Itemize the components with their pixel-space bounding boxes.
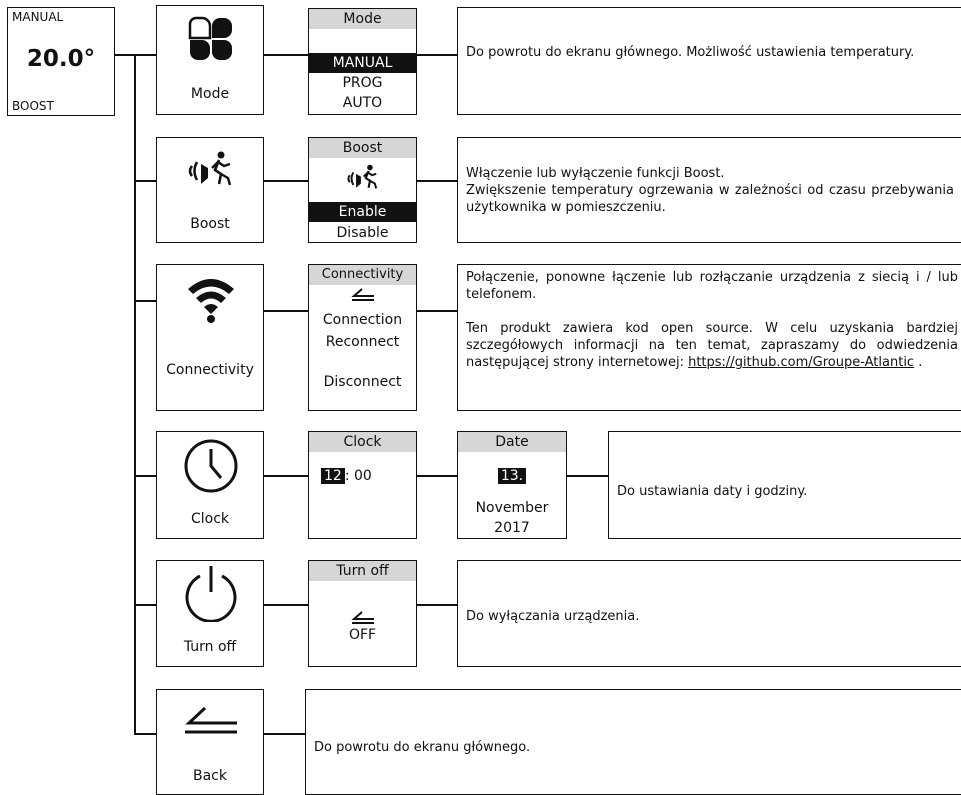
- boost-tile-label: Boost: [190, 216, 230, 232]
- boost-description-line-1: Włączenie lub wyłączenie funkcji Boost.: [466, 166, 725, 181]
- github-link[interactable]: https://github.com/Groupe-Atlantic: [688, 355, 915, 370]
- boost-description-box: Włączenie lub wyłączenie funkcji Boost. …: [457, 137, 961, 243]
- date-screen-title: Date: [458, 432, 566, 452]
- return-arrow-icon-off: [351, 611, 374, 624]
- connectivity-description-para-2: Ten produkt zawiera kod open source. W c…: [466, 320, 958, 371]
- back-arrow-icon: [185, 706, 237, 734]
- boost-presence-icon: [188, 151, 232, 186]
- clock-separator: :: [344, 468, 350, 484]
- mode-option-auto[interactable]: AUTO: [342, 95, 383, 111]
- connector-clock-screen: [263, 475, 308, 477]
- mode-option-manual[interactable]: MANUAL: [309, 53, 416, 73]
- home-screen: MANUAL 20.0° BOOST: [7, 7, 115, 116]
- date-screen: Date 13. November 2017: [457, 431, 567, 539]
- connectivity-description-para-2-text: Ten produkt zawiera kod open source. W c…: [466, 321, 958, 370]
- connector-bus-connectivity: [134, 300, 156, 302]
- mode-description: Do powrotu do ekranu głównego. Możliwość…: [466, 45, 915, 60]
- connectivity-option-connection[interactable]: Connection: [322, 312, 403, 328]
- clock-screen: Clock 12: 00: [308, 431, 417, 539]
- date-month[interactable]: November: [475, 500, 549, 516]
- clock-minute[interactable]: 00: [354, 468, 372, 484]
- date-day-row: 13.: [458, 468, 566, 484]
- connector-boost-desc: [416, 180, 458, 182]
- main-vertical-bus: [134, 54, 136, 734]
- back-menu-tile[interactable]: Back: [156, 689, 264, 795]
- boost-screen-title: Boost: [309, 138, 416, 158]
- turnoff-description-box: Do wyłączania urządzenia.: [457, 560, 961, 667]
- connectivity-description: Połączenie, ponowne łączenie lub rozłącz…: [466, 269, 958, 371]
- turnoff-menu-tile[interactable]: Turn off: [156, 560, 264, 667]
- power-icon: [185, 566, 237, 622]
- connector-connectivity-desc: [416, 310, 458, 312]
- clock-tile-label: Clock: [190, 511, 230, 527]
- clock-menu-tile[interactable]: Clock: [156, 431, 264, 539]
- connectivity-description-para-1: Połączenie, ponowne łączenie lub rozłącz…: [466, 270, 958, 302]
- turnoff-description: Do wyłączania urządzenia.: [466, 609, 640, 624]
- boost-presence-icon-small: [347, 164, 378, 189]
- boost-option-disable[interactable]: Disable: [336, 225, 389, 241]
- link-suffix: .: [914, 355, 923, 370]
- back-description: Do powrotu do ekranu głównego.: [314, 740, 531, 755]
- connector-boost-screen: [263, 180, 308, 182]
- connector-bus-turnoff: [134, 604, 156, 606]
- mode-tile-label: Mode: [190, 86, 230, 102]
- back-tile-label: Back: [193, 768, 227, 784]
- connectivity-option-disconnect[interactable]: Disconnect: [323, 374, 402, 390]
- wifi-icon: [188, 279, 234, 323]
- connectivity-description-box: Połączenie, ponowne łączenie lub rozłącz…: [457, 264, 961, 411]
- turnoff-screen: Turn off OFF: [308, 560, 417, 667]
- home-boost-label: BOOST: [12, 99, 54, 113]
- clock-description: Do ustawiania daty i godziny.: [617, 484, 808, 499]
- boost-option-enable[interactable]: Enable: [309, 202, 416, 222]
- back-description-box: Do powrotu do ekranu głównego.: [305, 689, 961, 795]
- mode-screen: Mode MANUAL PROG AUTO: [308, 8, 417, 115]
- clock-hour[interactable]: 12: [321, 468, 345, 484]
- connector-bus-boost: [134, 180, 156, 182]
- mode-screen-title: Mode: [309, 9, 416, 29]
- mode-description-box: Do powrotu do ekranu głównego. Możliwość…: [457, 7, 961, 115]
- connector-turnoff-screen: [263, 604, 308, 606]
- boost-screen: Boost Enable Disable: [308, 137, 417, 243]
- connectivity-option-reconnect[interactable]: Reconnect: [325, 334, 400, 350]
- turnoff-tile-label: Turn off: [183, 639, 237, 655]
- connector-bus-clock: [134, 475, 156, 477]
- connectivity-screen-title: Connectivity: [309, 265, 416, 285]
- clock-description-box: Do ustawiania daty i godziny.: [608, 431, 961, 539]
- connectivity-tile-label: Connectivity: [166, 362, 254, 378]
- mode-menu-tile[interactable]: Mode: [156, 5, 264, 115]
- home-mode-label: MANUAL: [12, 10, 64, 24]
- connector-back-desc: [263, 733, 305, 735]
- connector-clock-date: [416, 475, 458, 477]
- clock-icon: [184, 439, 238, 493]
- turnoff-option-off[interactable]: OFF: [348, 627, 377, 643]
- boost-description: Włączenie lub wyłączenie funkcji Boost. …: [466, 165, 954, 216]
- connector-bus-back: [134, 733, 156, 735]
- connectivity-menu-tile[interactable]: Connectivity: [156, 264, 264, 411]
- clock-time: 12: 00: [321, 468, 372, 484]
- home-temperature: 20.0°: [26, 46, 96, 72]
- mode-option-prog[interactable]: PROG: [342, 75, 383, 91]
- boost-menu-tile[interactable]: Boost: [156, 137, 264, 243]
- connector-turnoff-desc: [416, 604, 458, 606]
- connectivity-screen: Connectivity Connection Reconnect Discon…: [308, 264, 417, 411]
- connector-connectivity-screen: [263, 310, 308, 312]
- connector-mode-screen: [263, 54, 308, 56]
- date-year[interactable]: 2017: [494, 520, 530, 536]
- turnoff-screen-title: Turn off: [309, 561, 416, 581]
- return-arrow-icon-small: [351, 288, 374, 301]
- connector-mode-desc: [416, 54, 458, 56]
- date-day[interactable]: 13.: [497, 468, 527, 484]
- mode-grid-icon: [188, 16, 232, 60]
- clock-screen-title: Clock: [309, 432, 416, 452]
- connector-date-desc: [567, 475, 608, 477]
- boost-description-line-2: Zwiększenie temperatury ogrzewania w zal…: [466, 183, 954, 215]
